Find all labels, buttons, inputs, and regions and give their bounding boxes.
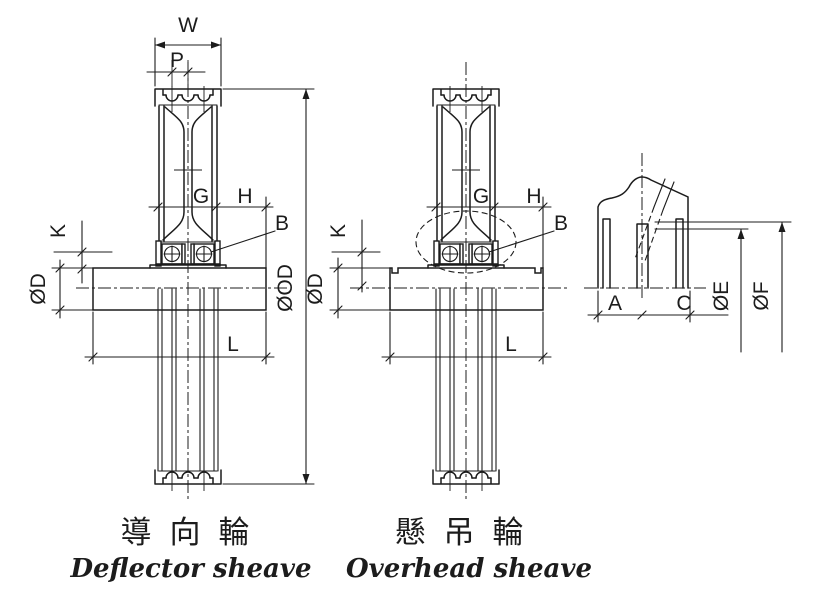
bottom-rim — [432, 466, 500, 491]
pins-and-hub — [602, 218, 684, 289]
dim-label-c: C — [676, 292, 691, 315]
dim-label-k: K — [47, 224, 70, 238]
dim-outer-dia — [222, 88, 315, 485]
top-rim — [154, 86, 222, 112]
bearing-retainer-left — [433, 240, 440, 267]
wheel-web — [436, 105, 496, 242]
dim-shaft-dia — [51, 259, 94, 319]
angled-rod — [634, 178, 675, 262]
deflector-caption-en: Deflector sheave — [69, 554, 311, 584]
dim-label-outer-dia: ØOD — [274, 264, 297, 312]
dim-p — [146, 60, 206, 87]
dim-l — [84, 311, 275, 365]
leader-b — [210, 230, 276, 253]
wheel-web — [158, 105, 218, 242]
dim-label-b: B — [554, 212, 568, 235]
dim-label-k: K — [327, 224, 350, 238]
dim-g-h — [148, 196, 274, 269]
dim-label-g: G — [193, 185, 209, 208]
dim-label-shaft-dia: ØD — [304, 273, 327, 305]
overhead-sheave-view: G H B K ØD L 懸 吊 輪 Overhead sheave — [304, 62, 592, 584]
top-rim — [432, 86, 500, 112]
dim-label-l: L — [227, 333, 239, 356]
bearing-housing — [149, 240, 227, 269]
bearing-retainer-right — [492, 240, 499, 267]
dia-extension-lines — [654, 221, 792, 230]
detail-ellipse — [415, 210, 517, 274]
overhead-caption-zh: 懸 吊 輪 — [395, 515, 528, 551]
dim-g-h — [426, 196, 552, 269]
dim-label-h: H — [237, 185, 252, 208]
lower-rim-edges — [157, 288, 219, 472]
dim-label-shaft-dia: ØD — [27, 273, 50, 305]
dim-label-g: G — [473, 185, 489, 208]
dim-label-dia-e: ØE — [710, 281, 733, 311]
dim-a-c — [587, 290, 729, 323]
leader-b — [488, 230, 555, 253]
bottom-rim — [154, 466, 222, 491]
lower-rim-edges — [435, 288, 497, 472]
dim-label-dia-f: ØF — [750, 281, 773, 310]
dim-label-b: B — [275, 212, 289, 235]
overhead-caption-en: Overhead sheave — [346, 554, 592, 584]
dim-k — [331, 219, 381, 293]
dim-shaft-dia — [329, 257, 391, 319]
dim-label-h: H — [526, 185, 541, 208]
dim-k — [53, 220, 113, 284]
side-profile-view: A C ØE ØF — [584, 153, 792, 353]
bearing-retainer-left — [155, 240, 162, 267]
dim-dia-e — [737, 228, 745, 353]
bearing-housing — [427, 240, 505, 269]
dim-dia-f — [778, 221, 786, 353]
bracket-profile — [597, 176, 689, 289]
dim-label-w: W — [178, 14, 198, 37]
dim-l — [381, 311, 552, 365]
dim-label-l: L — [505, 333, 517, 356]
deflector-sheave-view: W P G H B K ØD ØOD L 導 向 輪 Deflector she… — [27, 14, 315, 584]
bearing-retainer-right — [214, 240, 221, 267]
flange-plate — [92, 267, 267, 311]
dim-w — [154, 37, 222, 87]
dim-label-p: P — [170, 49, 184, 72]
dim-label-a: A — [608, 292, 622, 315]
deflector-caption-zh: 導 向 輪 — [121, 515, 254, 551]
